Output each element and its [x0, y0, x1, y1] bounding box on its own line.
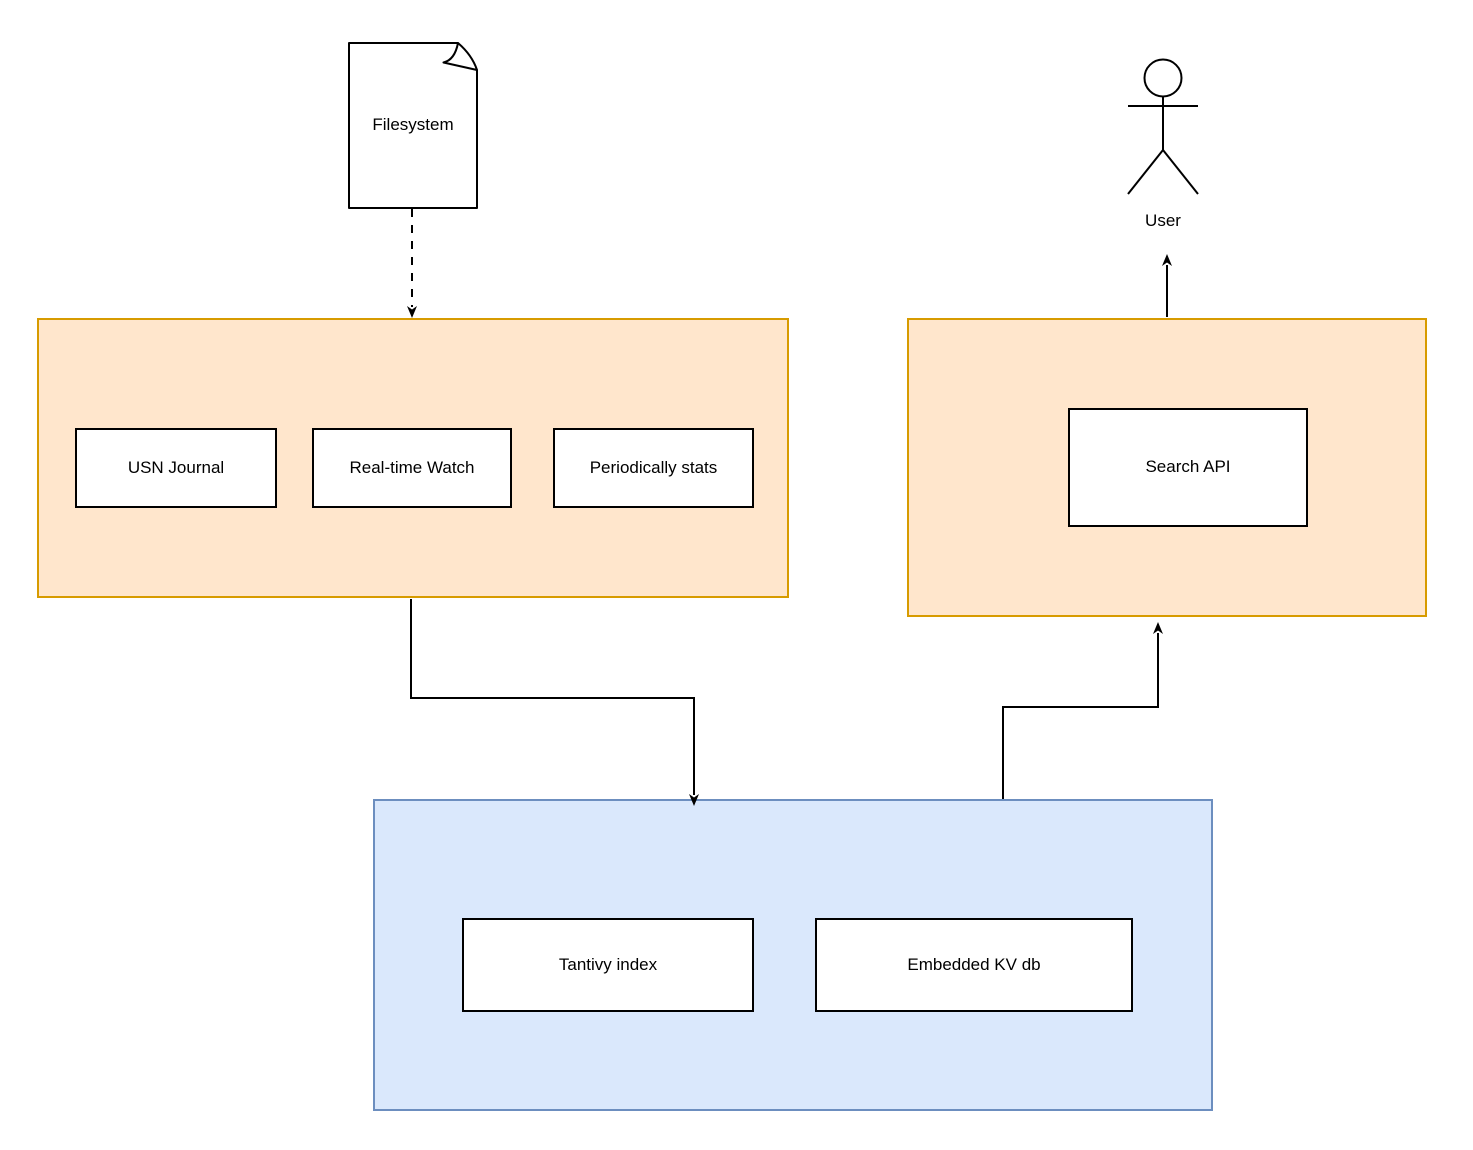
periodic-stats-node: Periodically stats [553, 428, 754, 508]
filesystem-label: Filesystem [372, 115, 454, 135]
tantivy-index-node: Tantivy index [462, 918, 754, 1012]
embedded-kv-label: Embedded KV db [907, 954, 1041, 974]
user-actor-icon [1127, 58, 1199, 195]
embedded-kv-node: Embedded KV db [815, 918, 1133, 1012]
usn-journal-node: USN Journal [75, 428, 277, 508]
tantivy-index-label: Tantivy index [558, 954, 658, 974]
realtime-watch-label: Real-time Watch [349, 457, 475, 477]
user-label: User [1145, 210, 1181, 230]
search-api-label: Search API [1145, 457, 1231, 477]
periodic-stats-label: Periodically stats [589, 457, 718, 477]
arrow-ingest-to-storage [410, 599, 699, 806]
search-api-node: Search API [1068, 408, 1308, 527]
realtime-watch-node: Real-time Watch [312, 428, 512, 508]
arrow-storage-to-search [1002, 622, 1163, 799]
usn-journal-label: USN Journal [127, 457, 225, 477]
